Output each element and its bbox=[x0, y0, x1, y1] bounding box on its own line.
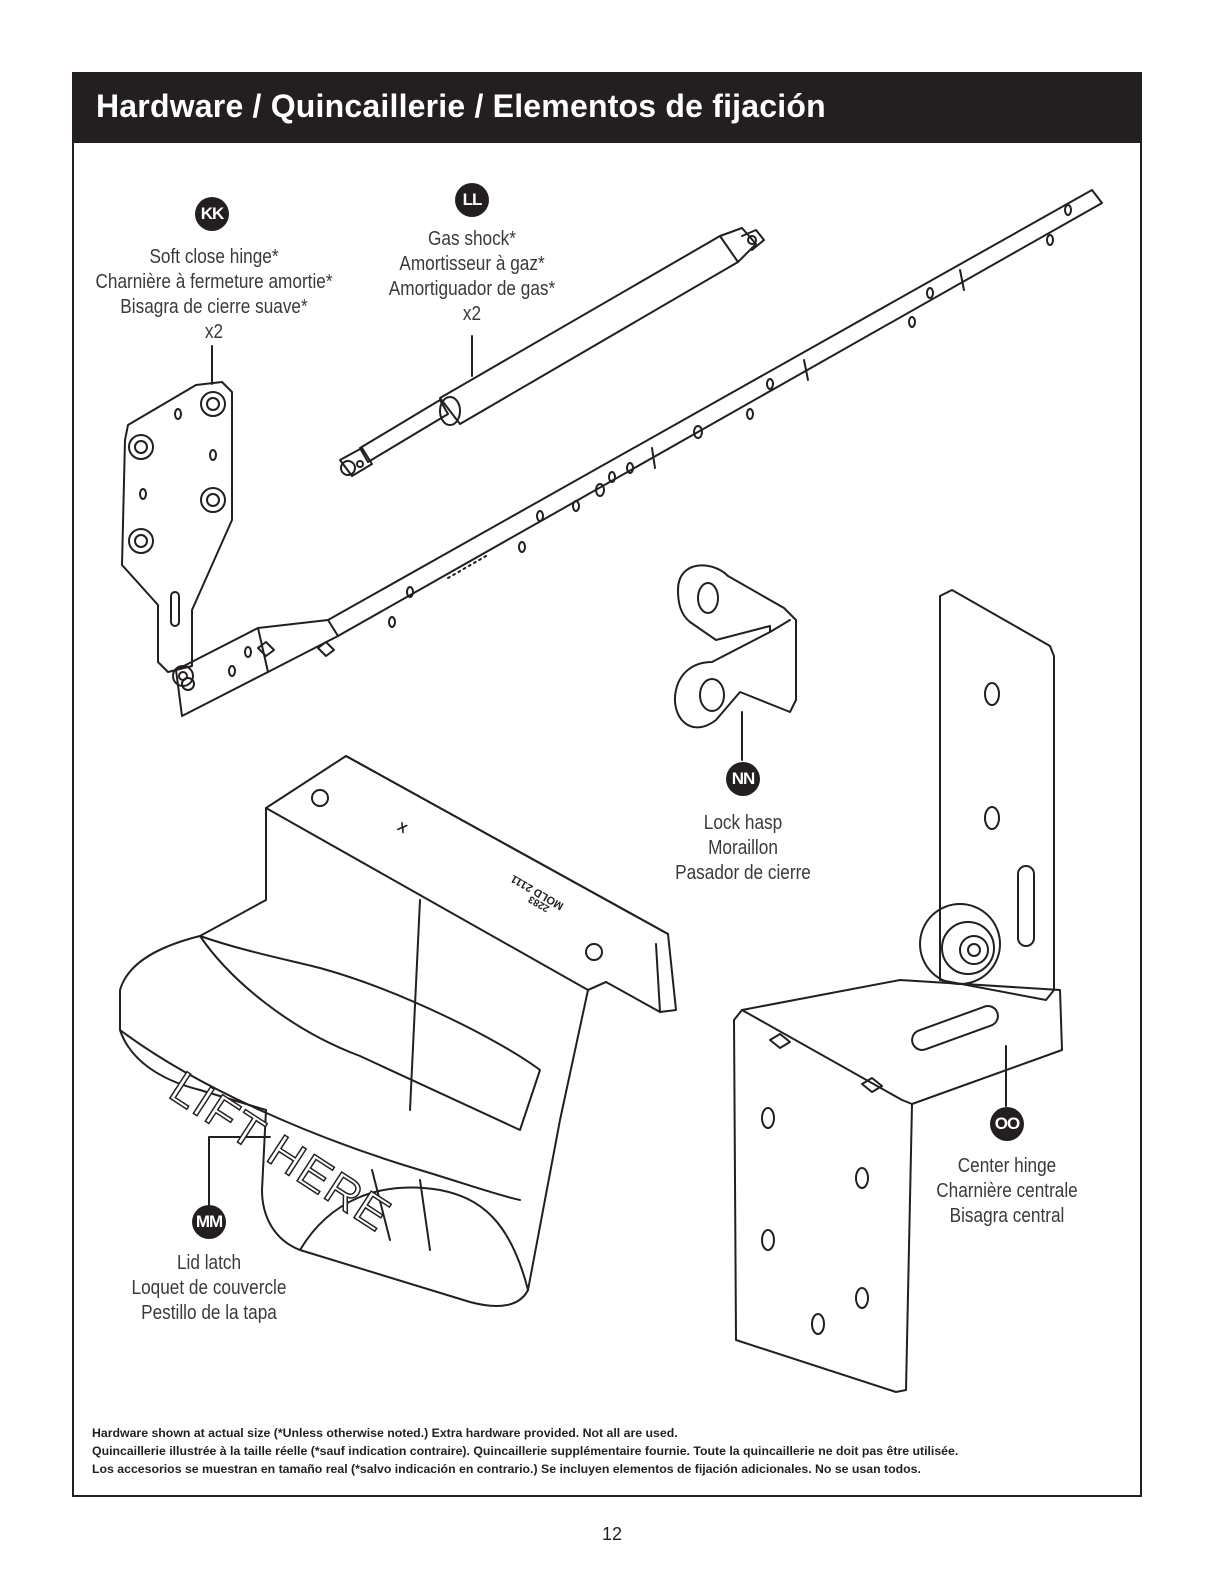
part-label-line: Pestillo de la tapa bbox=[141, 1302, 277, 1324]
part-label-line: Pasador de cierre bbox=[675, 862, 811, 884]
hardware-panel: Hardware / Quincaillerie / Elementos de … bbox=[72, 72, 1142, 1497]
part-label-nn: Lock hasp Moraillon Pasador de cierre bbox=[640, 811, 846, 886]
part-label-line: Loquet de couvercle bbox=[131, 1277, 287, 1299]
part-label-line: Bisagra central bbox=[949, 1205, 1065, 1227]
part-label-line: Bisagra de cierre suave* bbox=[120, 296, 308, 318]
section-title: Hardware / Quincaillerie / Elementos de … bbox=[96, 88, 826, 124]
part-label-ll: Gas shock* Amortisseur à gaz* Amortiguad… bbox=[352, 227, 593, 327]
hardware-footnote: Hardware shown at actual size (*Unless o… bbox=[92, 1424, 958, 1478]
footnote-line-fr: Quincaillerie illustrée à la taille réel… bbox=[92, 1444, 959, 1458]
part-label-line: Soft close hinge* bbox=[149, 246, 279, 268]
soft-close-hinge-drawing bbox=[121, 189, 1103, 717]
part-badge-oo: OO bbox=[990, 1107, 1024, 1141]
part-label-line: Moraillon bbox=[708, 837, 778, 859]
part-label-line: Charnière à fermeture amortie* bbox=[95, 271, 333, 293]
lid-latch-drawing bbox=[119, 755, 677, 1307]
part-badge-nn: NN bbox=[726, 762, 760, 796]
part-label-line: x2 bbox=[462, 303, 482, 325]
part-label-line: Charnière centrale bbox=[936, 1180, 1078, 1202]
part-label-line: Lid latch bbox=[176, 1252, 242, 1274]
footnote-line-en: Hardware shown at actual size (*Unless o… bbox=[92, 1426, 678, 1440]
gas-shock-drawing bbox=[339, 227, 765, 477]
footnote-line-es: Los accesorios se muestran en tamaño rea… bbox=[92, 1462, 921, 1476]
part-label-line: x2 bbox=[204, 321, 224, 343]
part-label-oo: Center hinge Charnière centrale Bisagra … bbox=[904, 1154, 1110, 1229]
part-label-kk: Soft close hinge* Charnière à fermeture … bbox=[59, 245, 369, 345]
mm-leader-line bbox=[208, 1136, 271, 1207]
part-badge-mm: MM bbox=[192, 1205, 226, 1239]
part-badge-ll: LL bbox=[455, 183, 489, 217]
page-number: 12 bbox=[601, 1524, 623, 1544]
part-label-line: Lock hasp bbox=[703, 812, 783, 834]
center-hinge-drawing bbox=[733, 589, 1063, 1393]
part-badge-kk: KK bbox=[195, 197, 229, 231]
lock-hasp-drawing bbox=[673, 564, 797, 729]
part-label-line: Gas shock* bbox=[428, 228, 516, 250]
part-label-line: Amortiguador de gas* bbox=[388, 278, 556, 300]
part-label-mm: Lid latch Loquet de couvercle Pestillo d… bbox=[106, 1251, 312, 1326]
section-header: Hardware / Quincaillerie / Elementos de … bbox=[74, 74, 1140, 143]
part-label-line: Center hinge bbox=[957, 1155, 1057, 1177]
part-label-line: Amortisseur à gaz* bbox=[399, 253, 545, 275]
